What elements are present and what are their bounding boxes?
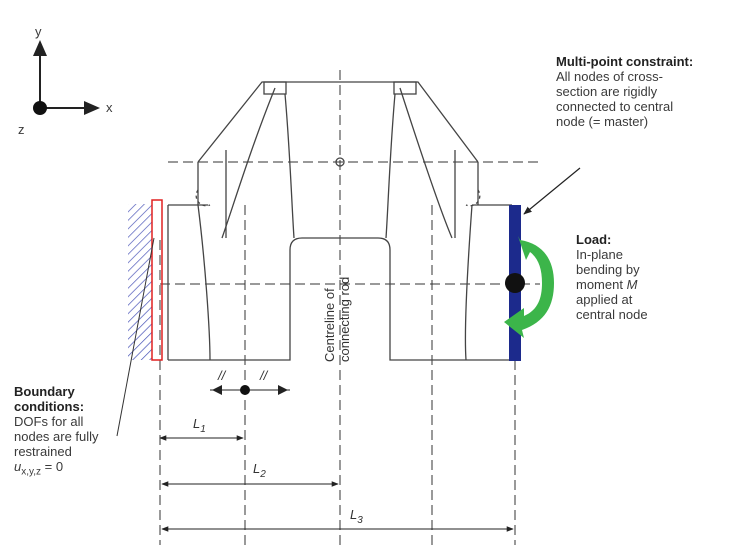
dimension-l1: L1 <box>193 416 206 435</box>
boundary-formula: ux,y,z = 0 <box>14 459 64 478</box>
axis-x-label: x <box>106 100 113 115</box>
boundary-leader <box>116 237 155 437</box>
dimension-midpoint <box>240 385 250 395</box>
load-annotation: Load: In-plane bending by moment M appli… <box>576 232 648 322</box>
mpc-annotation: Multi-point constraint: All nodes of cro… <box>556 54 693 129</box>
boundary-annotation: Boundary conditions: DOFs for all nodes … <box>14 384 99 480</box>
central-node <box>505 273 525 293</box>
mpc-title: Multi-point constraint: <box>556 54 694 69</box>
mpc-line: All nodes of cross- <box>556 69 663 84</box>
dimension-l2: L2 <box>253 461 266 480</box>
load-line: moment M <box>576 277 638 292</box>
load-line: bending by <box>576 262 640 277</box>
half-mark-left: // <box>217 368 227 383</box>
load-title: Load: <box>576 232 612 247</box>
dimension-l3: L3 <box>350 507 363 526</box>
centreline-label-2: connecting rod <box>337 277 352 362</box>
boundary-line: DOFs for all <box>14 414 84 429</box>
dimension-lines <box>159 389 514 532</box>
boundary-face-box <box>151 199 163 361</box>
axis-z-label: z <box>18 122 25 137</box>
centreline-label-1: Centreline of <box>322 288 337 362</box>
mpc-leader-arrow <box>523 167 581 215</box>
boundary-line: restrained <box>14 444 72 459</box>
mpc-line: node (= master) <box>556 114 649 129</box>
half-width-markers <box>212 385 288 395</box>
load-moment-arrow <box>504 236 554 338</box>
boundary-title-1: Boundary <box>14 384 75 399</box>
construction-lines <box>159 70 540 545</box>
load-line: applied at <box>576 292 633 307</box>
axis-y-label: y <box>35 24 42 39</box>
boundary-title-2: conditions: <box>14 399 85 414</box>
boundary-line: nodes are fully <box>14 429 99 444</box>
coordinate-axes <box>33 40 100 115</box>
load-line: central node <box>576 307 648 322</box>
connecting-rod-outline <box>167 81 512 361</box>
half-mark-right: // <box>259 368 269 383</box>
load-line: In-plane <box>576 247 623 262</box>
mpc-line: section are rigidly <box>556 84 658 99</box>
fixed-support-hatch <box>128 204 152 360</box>
mpc-line: connected to central <box>556 99 674 114</box>
